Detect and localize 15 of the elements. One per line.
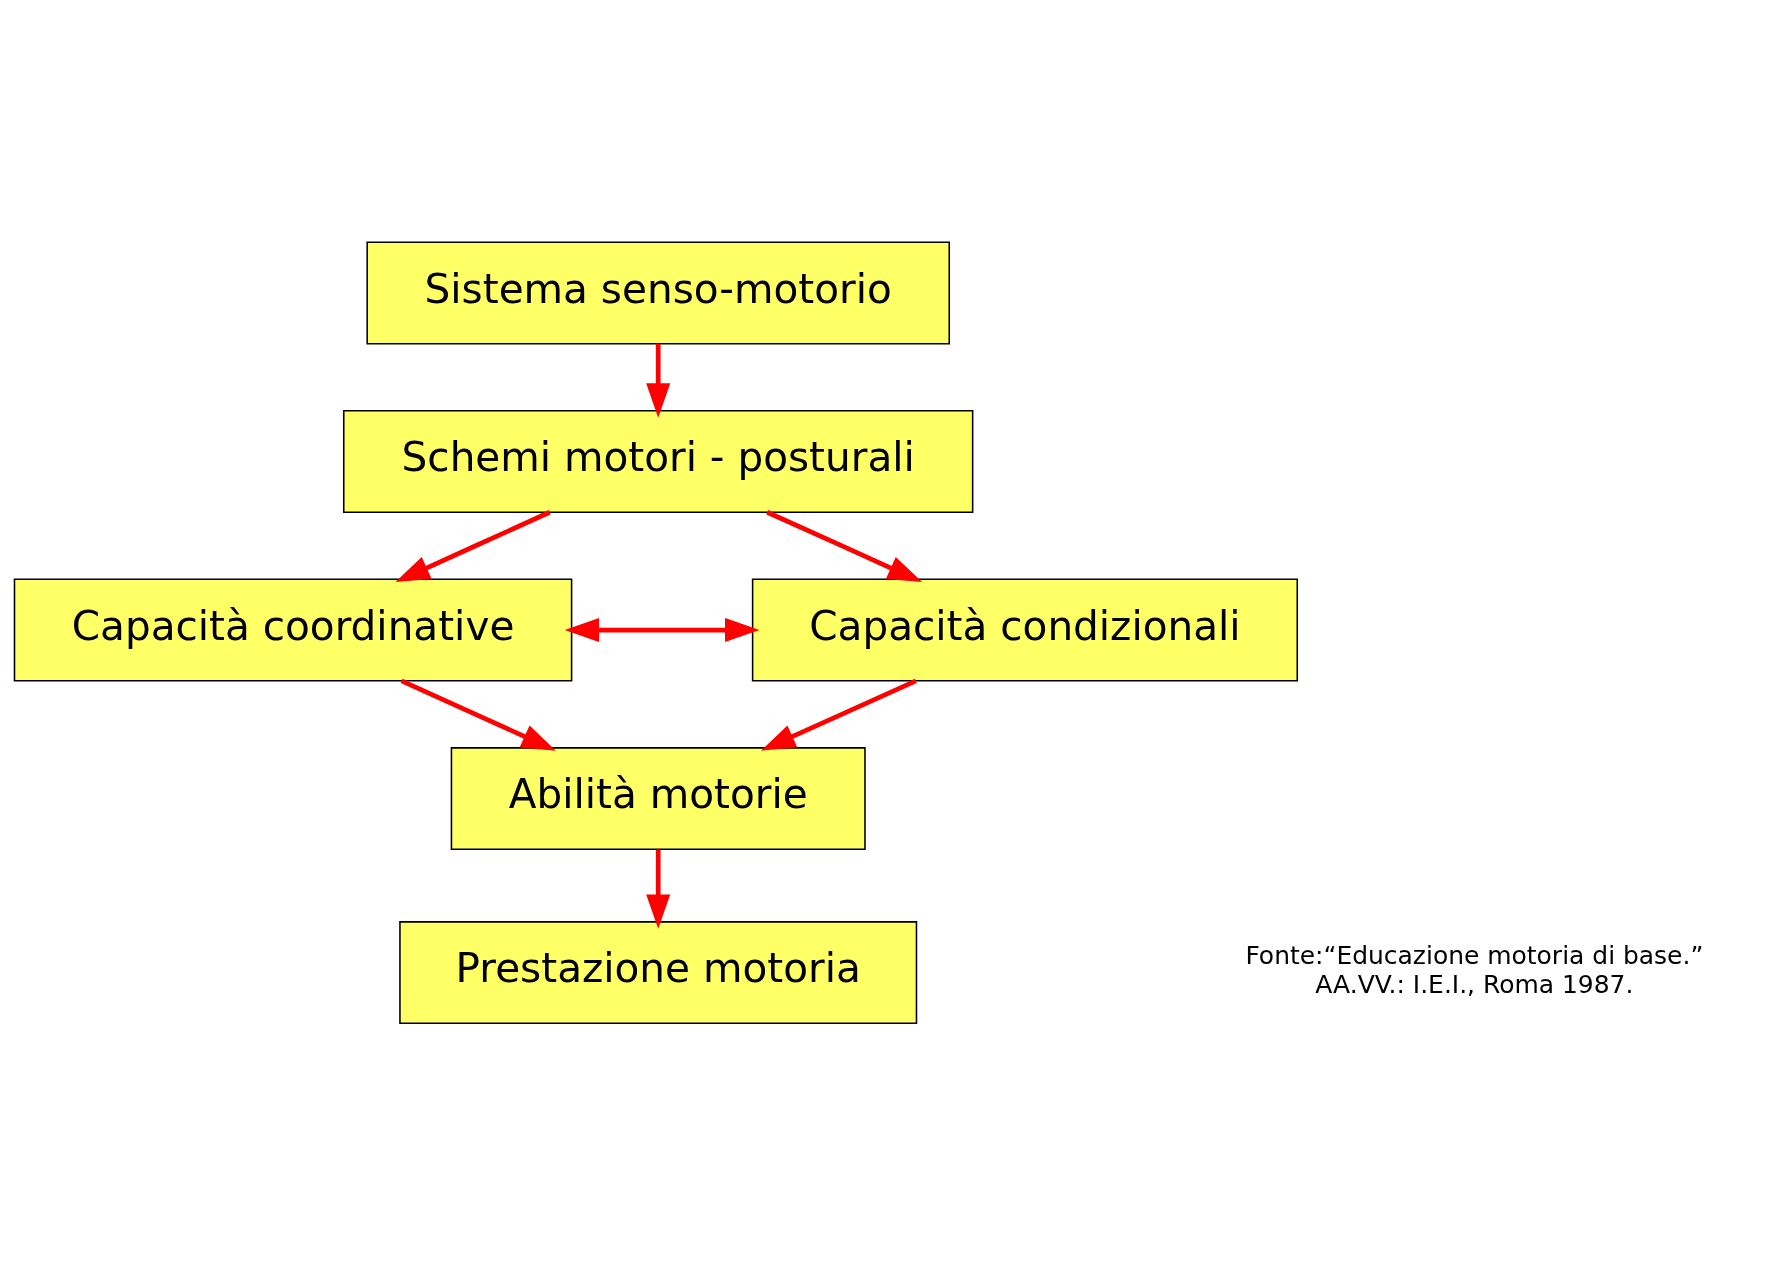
node-box: Prestazione motoria	[399, 921, 918, 1025]
arrow	[400, 678, 556, 751]
label: Fonte:“Educazione motoria di base.”	[1245, 941, 1704, 971]
node-box: Sistema senso-motorio	[366, 241, 951, 345]
arrow	[766, 510, 923, 583]
arrow	[395, 510, 551, 583]
node-box: Abilità motorie	[450, 747, 866, 851]
arrow	[564, 618, 760, 643]
arrow	[761, 678, 917, 751]
node-box: Capacità coordinative	[13, 578, 573, 682]
arrow	[646, 849, 671, 929]
arrow	[646, 343, 671, 418]
label: AA.VV.: I.E.I., Roma 1987.	[1315, 969, 1634, 999]
node-box: Capacità condizionali	[751, 578, 1299, 682]
node-box: Schemi motori - posturali	[343, 410, 974, 513]
